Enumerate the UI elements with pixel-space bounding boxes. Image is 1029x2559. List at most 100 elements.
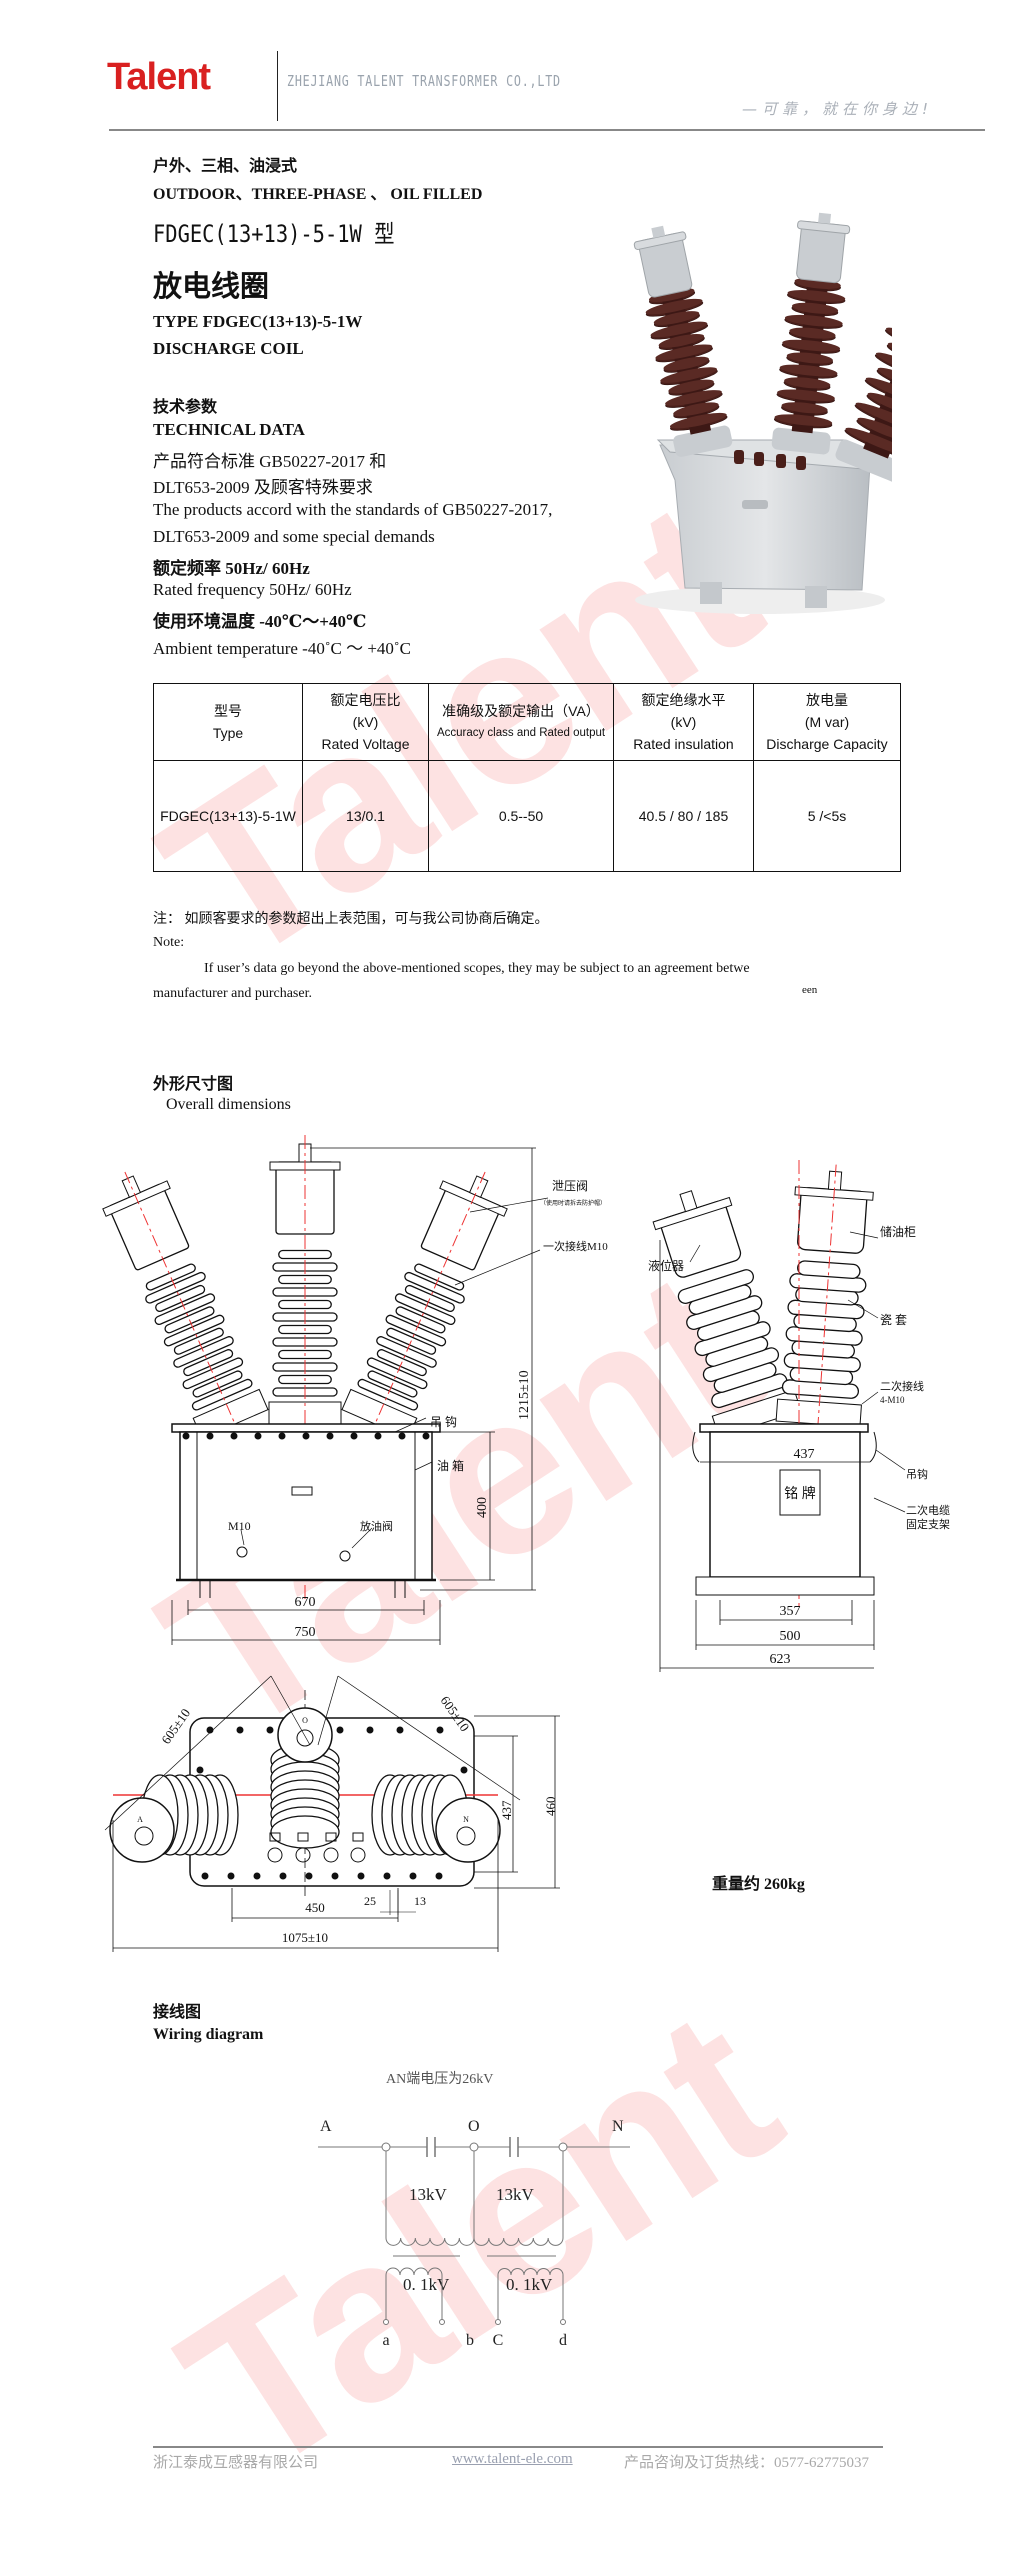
label-tank: 油 箱	[437, 1458, 464, 1473]
nameplate	[779, 1469, 821, 1516]
node-label-n: N	[612, 2118, 624, 2135]
footer-hotline: 产品咨询及订货热线：0577-62775037	[624, 2455, 869, 2471]
dim-605-left: 605±10	[158, 1706, 193, 1747]
secondary-coil-icon	[385, 2267, 564, 2276]
note-cn: 注： 如顾客要求的参数超出上表范围，可与我公司协商后确定。	[153, 912, 549, 927]
label-conservator: 储油柜	[880, 1224, 916, 1239]
note-en-line2: manufacturer and purchaser.	[153, 986, 312, 1001]
side-bushings	[652, 1164, 874, 1438]
tech-line: Rated frequency 50Hz/ 60Hz	[153, 580, 352, 599]
cover-bolts	[182, 1432, 430, 1440]
label-level-gauge: 液位器	[648, 1258, 684, 1273]
terminal-b: b	[466, 2332, 474, 2349]
top-bushings	[109, 1707, 501, 1863]
header-en: Accuracy class and Rated output	[436, 727, 606, 739]
cell-type: FDGEC(13+13)-5-1W	[153, 760, 303, 872]
dim-height: 1215±10	[517, 1370, 532, 1420]
tech-line: Ambient temperature -40˚C ～ +40˚C	[153, 639, 411, 658]
tech-line: The products accord with the standards o…	[153, 500, 553, 519]
secondary-voltage-1: 0. 1kV	[403, 2275, 450, 2294]
node-o	[469, 2142, 479, 2152]
dim-437-top: 437	[499, 1800, 514, 1820]
label-relief-note: （使用时请拆去防护帽）	[540, 1199, 606, 1207]
header-cn: 准确级及额定输出（VA）	[442, 703, 600, 719]
tech-line: 使用环境温度 -40℃～+40℃	[153, 612, 367, 631]
cell-accuracy: 0.5--50	[428, 760, 614, 872]
primary-voltage-1: 13kV	[409, 2185, 448, 2204]
note-en-tail: een	[802, 984, 818, 996]
dim-670: 670	[295, 1595, 316, 1610]
cell-insulation: 40.5 / 80 / 185	[613, 760, 754, 872]
dimension-drawings: 泄压阀 （使用时请拆去防护帽） 一次接线M10 1215±10 吊 钩 油 箱 …	[102, 1135, 950, 1952]
label-side-hook: 吊钩	[906, 1467, 928, 1481]
front-view: 泄压阀 （使用时请拆去防护帽） 一次接线M10 1215±10 吊 钩 油 箱 …	[102, 1135, 608, 1645]
col-header-discharge: 放电量(M var)Discharge Capacity	[753, 683, 901, 761]
secondary-terminals-photo	[734, 450, 806, 470]
dim-623: 623	[770, 1652, 791, 1667]
node-label-o: O	[468, 2118, 480, 2135]
header-en: Rated insulation	[633, 736, 734, 752]
bushing	[102, 1171, 269, 1440]
dim-13: 13	[414, 1894, 426, 1908]
header-divider	[277, 51, 278, 121]
dim-1075: 1075±10	[282, 1930, 328, 1945]
footer-website-link[interactable]: www.talent-ele.com	[452, 2451, 573, 2467]
primary-voltage-2: 13kV	[496, 2185, 535, 2204]
dim-357: 357	[780, 1604, 801, 1619]
header-unit: (kV)	[670, 714, 697, 730]
bushing	[652, 1190, 802, 1438]
model-en: TYPE FDGEC(13+13)-5-1W	[153, 312, 363, 331]
label-drain-valve: 放油阀	[360, 1519, 393, 1533]
header-unit: (M var)	[804, 714, 850, 730]
type-cn: 户外、三相、油浸式	[153, 158, 298, 175]
col-header-accuracy: 准确级及额定输出（VA） Accuracy class and Rated out…	[428, 683, 614, 761]
header-rule	[109, 129, 985, 131]
label-primary-terminal: 一次接线M10	[543, 1239, 608, 1253]
slogan: —可靠，就在你身边!	[742, 100, 934, 118]
header-cn: 放电量	[806, 692, 848, 708]
terminal-a-label: A	[137, 1815, 143, 1824]
wiring-diagram: AN端电压为26kV A O N 13kV 13kV 0. 1kV 0. 1kV…	[318, 2071, 630, 2349]
insulator-shed	[270, 1815, 340, 1849]
dim-450: 450	[305, 1900, 325, 1915]
dim-460: 460	[543, 1797, 558, 1817]
product-name-cn: 放电线圈	[153, 269, 270, 303]
product-name-en: DISCHARGE COIL	[153, 339, 304, 358]
table-row: FDGEC(13+13)-5-1W 13/0.1 0.5--50 40.5 / …	[153, 760, 901, 872]
tech-line: 产品符合标准 GB50227-2017 和	[153, 452, 387, 471]
terminal-n-label: N	[463, 1815, 469, 1824]
label-cable-bracket: 二次电缆	[906, 1503, 950, 1517]
tech-line: DLT653-2009 and some special demands	[153, 527, 435, 546]
porcelain-bushing	[771, 212, 851, 455]
header-cn: 额定电压比	[330, 692, 401, 708]
label-secondary-terminal: 二次接线	[880, 1379, 924, 1393]
footer-rule	[153, 2446, 883, 2448]
header-en: Type	[212, 725, 244, 741]
porcelain-bushing	[835, 323, 892, 485]
tech-heading-en: TECHNICAL DATA	[153, 420, 305, 439]
label-secondary-spec: 4-M10	[880, 1395, 905, 1405]
company-logo: Talent	[107, 56, 211, 98]
dim-500: 500	[780, 1629, 801, 1644]
terminal-o-label: O	[302, 1716, 308, 1725]
dimensions-heading-en: Overall dimensions	[166, 1096, 291, 1113]
model-title-cn: FDGEC(13+13)-5-1W 型	[153, 220, 395, 248]
terminal-c: C	[493, 2332, 504, 2349]
primary-coil-icon	[385, 2237, 564, 2246]
wiring-caption: AN端电压为26kV	[386, 2071, 493, 2087]
label-relief-valve: 泄压阀	[552, 1179, 588, 1193]
tech-line: 额定频率 50Hz/ 60Hz	[153, 559, 310, 578]
dim-25: 25	[364, 1894, 376, 1908]
tech-line: DLT653-2009 及顾客特殊要求	[153, 478, 373, 497]
photo-bushings	[633, 212, 892, 485]
header-cn: 额定绝缘水平	[641, 692, 726, 708]
terminal-a: a	[382, 2332, 389, 2349]
footer-company: 浙江泰成互感器有限公司	[153, 2455, 319, 2471]
secondary-voltage-2: 0. 1kV	[506, 2275, 553, 2294]
label-bolt-m10: M10	[228, 1519, 251, 1533]
header-en: Rated Voltage	[321, 736, 410, 752]
dim-750: 750	[295, 1625, 316, 1640]
